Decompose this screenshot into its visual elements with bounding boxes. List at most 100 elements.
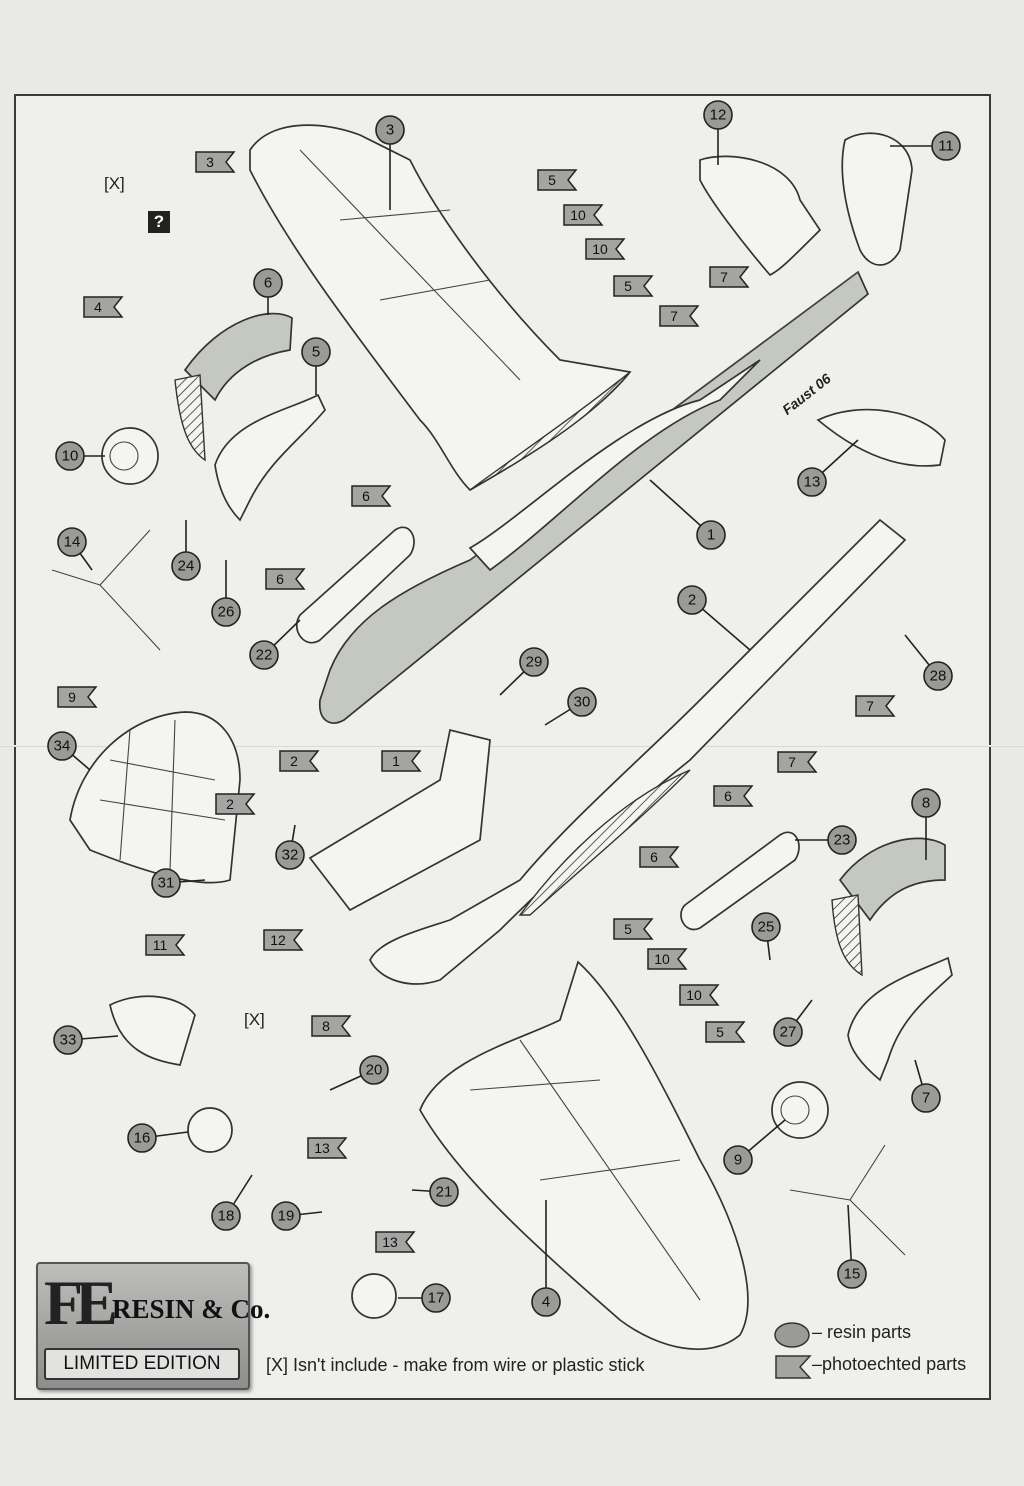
photoetched-part-number: 5 [548,172,556,188]
resin-part-number: 24 [178,558,195,575]
resin-part-callout-28: 28 [923,661,953,691]
brand-logo: FE RESIN & Co. LIMITED EDITION [36,1262,270,1390]
photoetched-part-number: 7 [788,754,796,770]
resin-part-callout-30: 30 [567,687,597,717]
resin-part-callout-24: 24 [171,551,201,581]
photoetched-part-callout-6: 6 [351,485,392,507]
photoetched-part-number: 3 [206,154,214,170]
photoetched-part-number: 7 [866,698,874,714]
photoetched-part-callout-1: 1 [381,750,422,772]
resin-part-callout-18: 18 [211,1201,241,1231]
resin-part-number: 5 [312,344,320,361]
photoetched-part-number: 5 [624,921,632,937]
photoetched-part-callout-8: 8 [311,1015,352,1037]
resin-part-number: 6 [264,275,272,292]
photoetched-part-callout-13: 13 [307,1137,348,1159]
resin-part-number: 29 [526,654,543,671]
photoetched-part-number: 13 [382,1234,398,1250]
resin-part-number: 13 [804,474,821,491]
cockpit-interior-1 [308,728,491,912]
resin-part-callout-10: 10 [55,441,85,471]
photoetched-part-number: 6 [362,488,370,504]
resin-part-callout-31: 31 [151,868,181,898]
resin-part-callout-13: 13 [797,467,827,497]
logo-mark: FE [44,1267,118,1338]
photoetched-part-number: 10 [686,987,702,1003]
legend-resin-label: – resin parts [812,1322,912,1342]
resin-part-callout-21: 21 [429,1177,459,1207]
tailplane-13 [816,408,946,467]
photoetched-part-callout-10: 10 [647,948,688,970]
resin-part-callout-8: 8 [911,788,941,818]
photoetched-part-callout-5: 5 [537,169,578,191]
legend-photoetched-label: –photoechted parts [812,1354,967,1374]
propeller-15 [789,1144,906,1256]
resin-part-number: 14 [64,534,81,551]
photoetched-part-callout-2: 2 [215,793,256,815]
resin-part-number: 9 [734,1152,742,1169]
resin-part-number: 4 [542,1294,550,1311]
paper-fold [0,745,1024,747]
logo-brand-name: RESIN & Co. [112,1294,271,1324]
bomb-23 [680,831,800,931]
resin-part-callout-14: 14 [57,527,87,557]
photoetched-part-number: 10 [592,241,608,257]
photoetched-part-number: 5 [716,1024,724,1040]
legend-photoetched-swatch [775,1355,812,1379]
photoetched-part-callout-6: 6 [713,785,754,807]
photoetched-part-number: 6 [276,571,284,587]
photoetched-part-number: 6 [650,849,658,865]
photoetched-part-callout-2: 2 [279,750,320,772]
missing-part-marker-bottom: [X] [244,1010,265,1029]
resin-part-number: 11 [938,138,954,155]
photoetched-part-number: 9 [68,689,76,705]
resin-part-number: 19 [278,1208,295,1225]
tail-fin-11 [841,132,913,266]
photoetched-part-callout-10: 10 [679,984,720,1006]
photoetched-part-callout-5: 5 [613,918,654,940]
resin-part-number: 3 [386,122,394,139]
photoetched-part-callout-7: 7 [709,266,750,288]
resin-part-callout-34: 34 [47,731,77,761]
resin-part-number: 10 [62,448,79,465]
photoetched-part-number: 7 [720,269,728,285]
photoetched-part-number: 1 [392,753,400,769]
resin-part-number: 15 [844,1266,861,1283]
resin-part-callout-27: 27 [773,1017,803,1047]
resin-part-number: 8 [922,795,930,812]
resin-part-callout-1: 1 [696,520,726,550]
resin-part-callout-5: 5 [301,337,331,367]
fuselage-right-half [369,518,907,985]
resin-part-callout-33: 33 [53,1025,83,1055]
resin-part-number: 30 [574,694,591,711]
wheel-17 [351,1273,397,1319]
engine-face-9 [771,1081,829,1139]
resin-part-number: 1 [707,527,715,544]
photoetched-part-callout-3: 3 [195,151,236,173]
resin-part-number: 28 [930,668,947,685]
photoetched-part-number: 2 [290,753,298,769]
photoetched-part-callout-10: 10 [585,238,626,260]
resin-part-callout-16: 16 [127,1123,157,1153]
photoetched-part-callout-5: 5 [613,275,654,297]
resin-part-callout-3: 3 [375,115,405,145]
resin-part-callout-23: 23 [827,825,857,855]
cowling-lower-right [831,837,953,1082]
photoetched-part-callout-9: 9 [57,686,98,708]
canopy-34 [69,711,241,884]
photoetched-part-callout-7: 7 [659,305,700,327]
photoetched-part-number: 7 [670,308,678,324]
photoetched-part-number: 6 [724,788,732,804]
resin-part-callout-7: 7 [911,1083,941,1113]
photoetched-part-callout-6: 6 [265,568,306,590]
photoetched-part-callout-11: 11 [145,934,186,956]
legend-resin-swatch [774,1322,810,1348]
resin-part-number: 34 [54,738,71,755]
wing-lower [419,960,749,1350]
photoetched-part-callout-12: 12 [263,929,304,951]
resin-part-callout-17: 17 [421,1283,451,1313]
photoetched-part-callout-6: 6 [639,846,680,868]
resin-part-number: 20 [366,1062,383,1079]
